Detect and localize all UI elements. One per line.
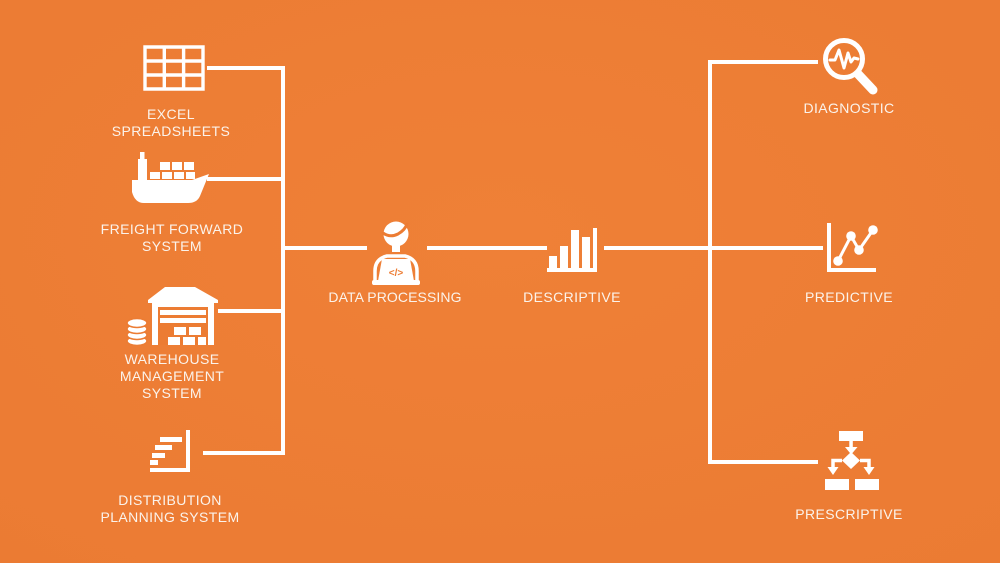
- connector-processing-to-descriptive: [427, 246, 547, 250]
- excel-label: EXCEL SPREADSHEETS: [111, 106, 231, 139]
- connector-diagnostic-stub: [708, 60, 818, 64]
- spreadsheet-grid-icon: [143, 45, 205, 91]
- predictive-label: PREDICTIVE: [804, 289, 894, 305]
- freight-label: FREIGHT FORWARD SYSTEM: [100, 221, 244, 254]
- connector-warehouse-stub: [218, 309, 285, 313]
- bar-chart-icon: [547, 222, 603, 276]
- planning-bars-icon: [146, 430, 194, 476]
- svg-text:</>: </>: [389, 268, 404, 279]
- person-laptop-code-icon: </>: [367, 221, 425, 285]
- cargo-ship-icon: [130, 152, 210, 207]
- warehouse-building-icon: [126, 284, 218, 346]
- trend-line-chart-icon: [823, 221, 880, 278]
- connector-freight-stub: [207, 177, 285, 181]
- warehouse-label: WAREHOUSE MANAGEMENT SYSTEM: [119, 351, 225, 401]
- decision-flowchart-icon: [822, 431, 880, 492]
- processing-label: DATA PROCESSING: [328, 289, 462, 305]
- connector-prescriptive-stub: [708, 460, 818, 464]
- diagnostic-label: DIAGNOSTIC: [803, 100, 895, 116]
- connector-left-vertical: [281, 66, 285, 455]
- connector-descriptive-to-predictive: [604, 246, 823, 250]
- magnifier-pulse-icon: [818, 36, 882, 100]
- prescriptive-label: PRESCRIPTIVE: [795, 506, 903, 522]
- descriptive-label: DESCRIPTIVE: [523, 289, 621, 305]
- connector-excel-stub: [207, 66, 285, 70]
- connector-distribution-stub: [203, 451, 285, 455]
- connector-right-vertical: [708, 60, 712, 464]
- connector-mid-to-processing: [281, 246, 367, 250]
- distribution-label: DISTRIBUTION PLANNING SYSTEM: [100, 492, 240, 525]
